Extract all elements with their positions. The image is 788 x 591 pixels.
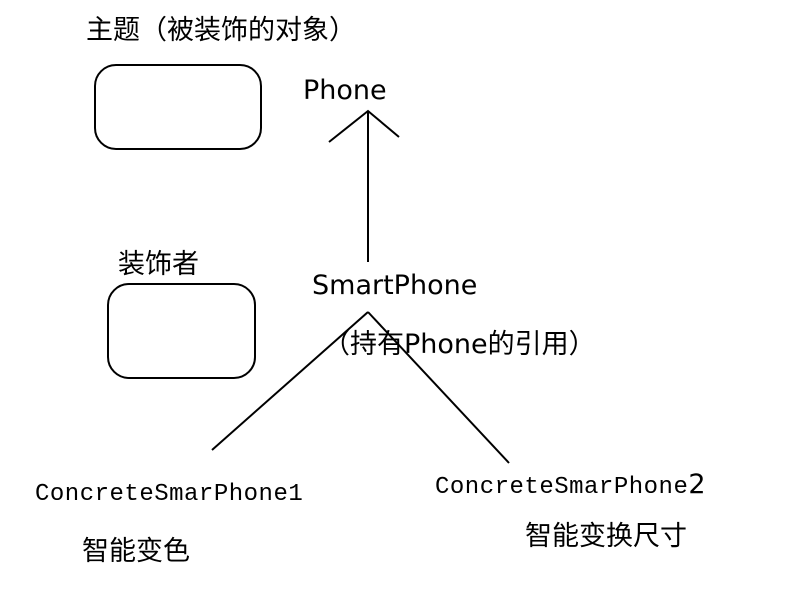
concrete1-description: 智能变色: [82, 536, 190, 567]
decorator-box: [107, 283, 256, 379]
smartphone-to-concrete1-line: [211, 311, 369, 451]
phone-arrowhead: [328, 109, 400, 143]
smartphone-label: SmartPhone: [312, 270, 478, 301]
subject-title: 主题（被装饰的对象）: [86, 15, 356, 46]
concrete1-label: ConcreteSmarPhone1: [35, 481, 304, 508]
decorator-title: 装饰者: [118, 249, 199, 280]
concrete2-description: 智能变换尺寸: [525, 521, 687, 552]
concrete2-label-suffix: 2: [688, 469, 706, 500]
smartphone-to-concrete2-line: [367, 311, 510, 464]
concrete2-label-main: ConcreteSmarPhone: [435, 474, 689, 501]
subject-box: [94, 64, 262, 150]
smartphone-note: （持有Phone的引用）: [323, 329, 596, 360]
phone-label: Phone: [303, 75, 387, 106]
concrete2-label: ConcreteSmarPhone2: [435, 471, 706, 500]
